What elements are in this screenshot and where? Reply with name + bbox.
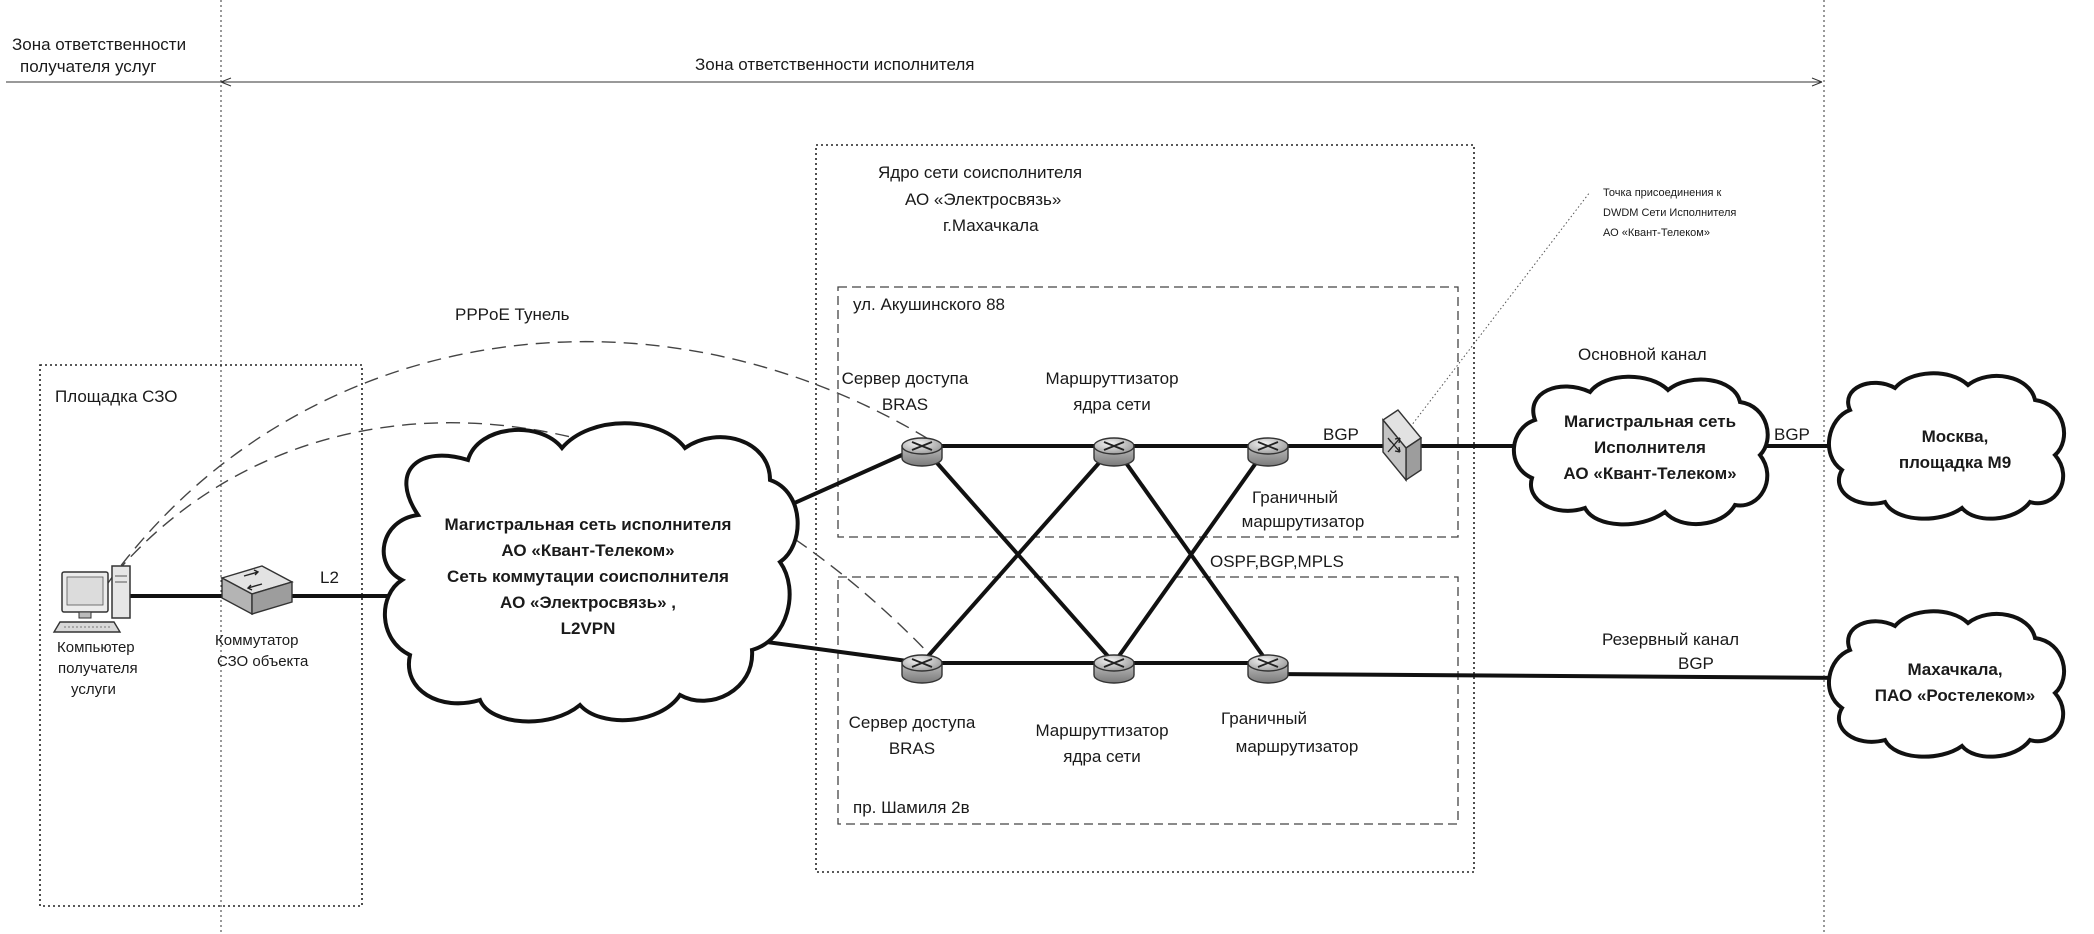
zone-client-label-2: получателя услуг bbox=[20, 57, 156, 76]
zone-client-label-1: Зона ответственности bbox=[12, 35, 186, 54]
zone-arrow-left bbox=[220, 77, 232, 87]
core-router-top-label-2: ядра сети bbox=[1073, 395, 1150, 414]
main-channel-bgp-label: BGP bbox=[1774, 425, 1810, 444]
router-edge-bottom-icon bbox=[1247, 654, 1289, 684]
edge-top-label-2: маршрутизатор bbox=[1242, 512, 1365, 531]
bras-top-label-2: BRAS bbox=[882, 395, 928, 414]
main-cloud-line-3: АО «Квант-Телеком» bbox=[1563, 464, 1736, 483]
backbone-cloud-line-1: Магистральная сеть исполнителя bbox=[445, 515, 732, 534]
router-edge-top-icon bbox=[1247, 437, 1289, 467]
backbone-cloud-line-4: АО «Электросвязь» , bbox=[500, 593, 676, 612]
router-bras-top-icon bbox=[901, 437, 943, 467]
core-router-bottom-label-2: ядра сети bbox=[1063, 747, 1140, 766]
backbone-cloud-line-2: АО «Квант-Телеком» bbox=[501, 541, 674, 560]
zone-executor-label: Зона ответственности исполнителя bbox=[695, 55, 975, 74]
core-router-bottom-label-1: Маршруттизатор bbox=[1035, 721, 1168, 740]
computer-label-3: услуги bbox=[71, 681, 116, 698]
dwdm-note-2: DWDM Сети Исполнителя bbox=[1603, 207, 1736, 219]
site-bottom-label: пр. Шамиля 2в bbox=[853, 798, 970, 817]
moscow-cloud bbox=[1826, 371, 2066, 521]
pppoe-tunnel-arc-inner bbox=[115, 422, 936, 661]
bras-top-label-1: Сервер доступа bbox=[842, 369, 969, 388]
dwdm-switch-icon bbox=[1381, 409, 1423, 482]
backup-channel-label-1: Резервный канал bbox=[1602, 630, 1739, 649]
core-title-2: АО «Электросвязь» bbox=[905, 190, 1061, 209]
l2-label: L2 bbox=[320, 568, 339, 587]
edge-top-bgp-label: BGP bbox=[1323, 425, 1359, 444]
computer-icon bbox=[52, 565, 131, 633]
core-title-3: г.Махачкала bbox=[943, 216, 1039, 235]
makhachkala-line-1: Махачкала, bbox=[1907, 660, 2002, 679]
edge-bottom-label-2: маршрутизатор bbox=[1236, 737, 1359, 756]
switch-label-1: Коммутатор bbox=[215, 632, 298, 649]
site-title: Площадка СЗО bbox=[55, 387, 178, 406]
core-title-1: Ядро сети соисполнителя bbox=[878, 163, 1082, 182]
site-bottom-frame bbox=[837, 576, 1459, 825]
protocols-label: OSPF,BGP,MPLS bbox=[1210, 552, 1344, 571]
main-cloud-line-2: Исполнителя bbox=[1594, 438, 1706, 457]
pppoe-tunnel-arc-outer bbox=[107, 340, 931, 584]
dwdm-note-3: АО «Квант-Телеком» bbox=[1603, 227, 1710, 239]
site-frame bbox=[39, 364, 363, 907]
site-top-label: ул. Акушинского 88 bbox=[853, 295, 1005, 314]
main-cloud-line-1: Магистральная сеть bbox=[1564, 412, 1736, 431]
router-bras-bottom-icon bbox=[901, 654, 943, 684]
main-channel-cloud bbox=[1512, 374, 1770, 527]
link-core-bottom-edge-top bbox=[1112, 444, 1270, 665]
link-edge-makhachkala bbox=[1267, 672, 1851, 680]
backup-channel-label-2: BGP bbox=[1678, 654, 1714, 673]
edge-top-label-1: Граничный bbox=[1252, 488, 1338, 507]
switch-icon bbox=[220, 565, 294, 616]
pppoe-tunnel-label: PPPoE Тунель bbox=[455, 305, 570, 324]
router-core-bottom-icon bbox=[1093, 654, 1135, 684]
link-bras-bottom-core-top bbox=[920, 444, 1116, 665]
moscow-line-2: площадка М9 bbox=[1899, 453, 2011, 472]
computer-label-2: получателя bbox=[58, 660, 138, 677]
bras-bottom-label-1: Сервер доступа bbox=[849, 713, 976, 732]
dwdm-note-1: Точка присоединения к bbox=[1603, 187, 1722, 199]
backbone-cloud-line-3: Сеть коммутации соисполнителя bbox=[447, 567, 729, 586]
makhachkala-line-2: ПАО «Ростелеком» bbox=[1875, 686, 2036, 705]
link-cloud-bras-bottom bbox=[751, 638, 923, 665]
switch-label-2: СЗО объекта bbox=[217, 653, 309, 670]
zone-arrow-right bbox=[1811, 77, 1823, 87]
bras-bottom-label-2: BRAS bbox=[889, 739, 935, 758]
router-core-top-icon bbox=[1093, 437, 1135, 467]
core-router-top-label-1: Маршруттизатор bbox=[1045, 369, 1178, 388]
main-channel-label: Основной канал bbox=[1578, 345, 1707, 364]
computer-label-1: Компьютер bbox=[57, 639, 135, 656]
site-top-frame bbox=[837, 286, 1459, 538]
edge-bottom-label-1: Граничный bbox=[1221, 709, 1307, 728]
moscow-line-1: Москва, bbox=[1922, 427, 1989, 446]
core-frame bbox=[815, 144, 1475, 873]
backbone-cloud-line-5: L2VPN bbox=[561, 619, 616, 638]
backbone-cloud bbox=[381, 421, 800, 724]
makhachkala-cloud bbox=[1826, 609, 2066, 759]
